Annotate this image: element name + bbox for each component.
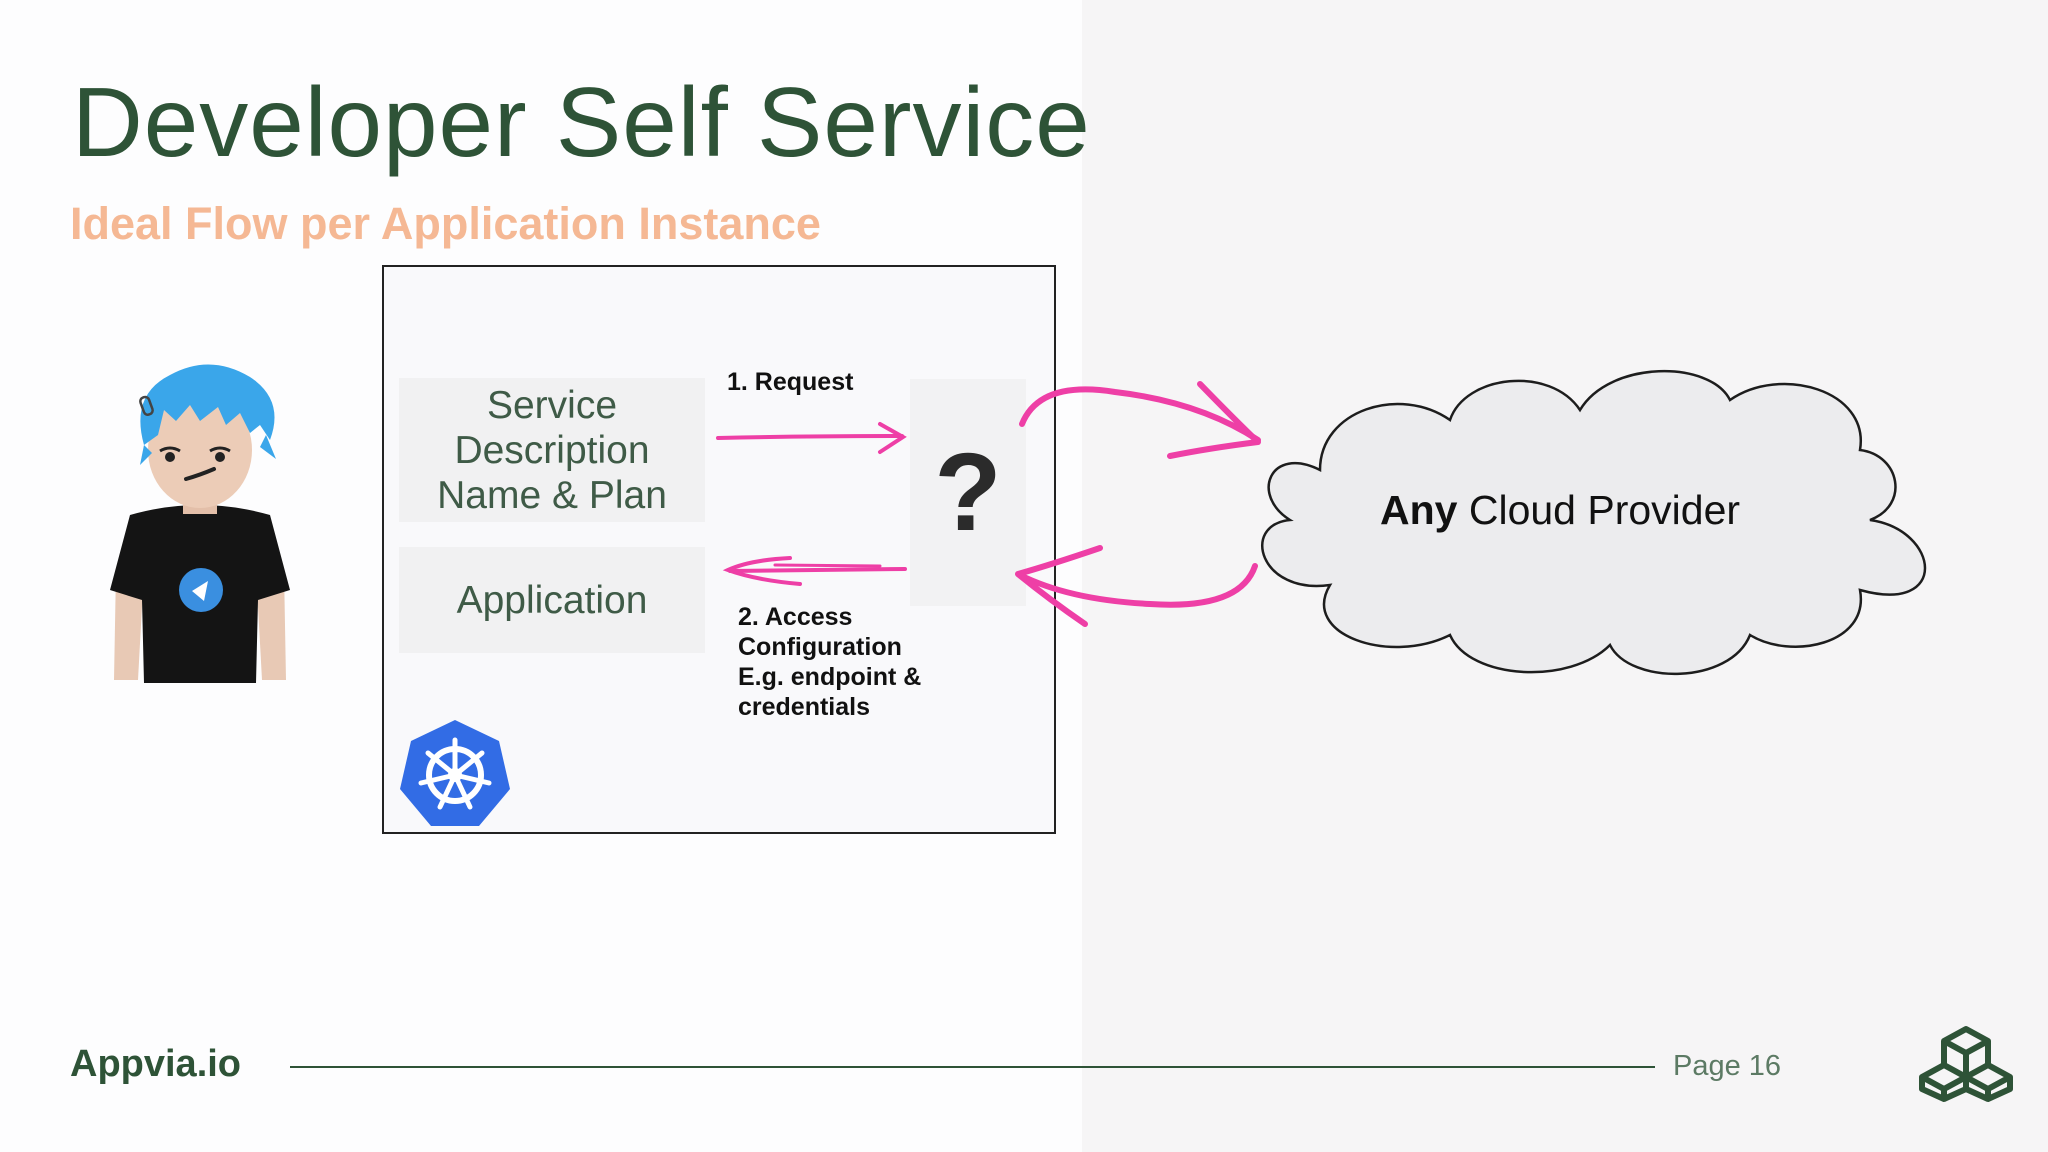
access-line-4: credentials bbox=[738, 693, 871, 721]
application-tile: Application bbox=[399, 547, 705, 653]
appvia-logo-icon bbox=[1919, 1026, 2013, 1102]
footer-brand: Appvia.io bbox=[70, 1043, 242, 1085]
application-label: Application bbox=[456, 578, 648, 622]
footer-divider bbox=[290, 1066, 1655, 1068]
access-label: 2. Access Configuration E.g. endpoint & … bbox=[738, 602, 978, 722]
service-line-3: Name & Plan bbox=[437, 473, 667, 517]
request-label: 1. Request bbox=[727, 368, 854, 396]
developer-avatar-icon bbox=[110, 364, 290, 683]
cloud-shape-icon bbox=[1261, 369, 1927, 676]
slide-subtitle: Ideal Flow per Application Instance bbox=[70, 198, 821, 249]
access-line-2: Configuration bbox=[738, 633, 902, 661]
slide-title: Developer Self Service bbox=[72, 67, 1091, 177]
cloud-provider-rest: Cloud Provider bbox=[1457, 487, 1741, 533]
kubernetes-icon bbox=[400, 720, 510, 826]
page-number: Page 16 bbox=[1673, 1050, 1782, 1082]
cloud-provider-label: Any Cloud Provider bbox=[1380, 487, 1740, 534]
access-line-3: E.g. endpoint & bbox=[738, 663, 922, 691]
service-line-2: Description bbox=[454, 428, 650, 472]
cloud-provider-emphasis: Any bbox=[1380, 487, 1458, 533]
access-line-1: 2. Access bbox=[738, 603, 853, 631]
service-line-1: Service bbox=[486, 383, 618, 427]
question-tile: ? bbox=[910, 379, 1026, 606]
service-description-tile: Service Description Name & Plan bbox=[399, 378, 705, 522]
